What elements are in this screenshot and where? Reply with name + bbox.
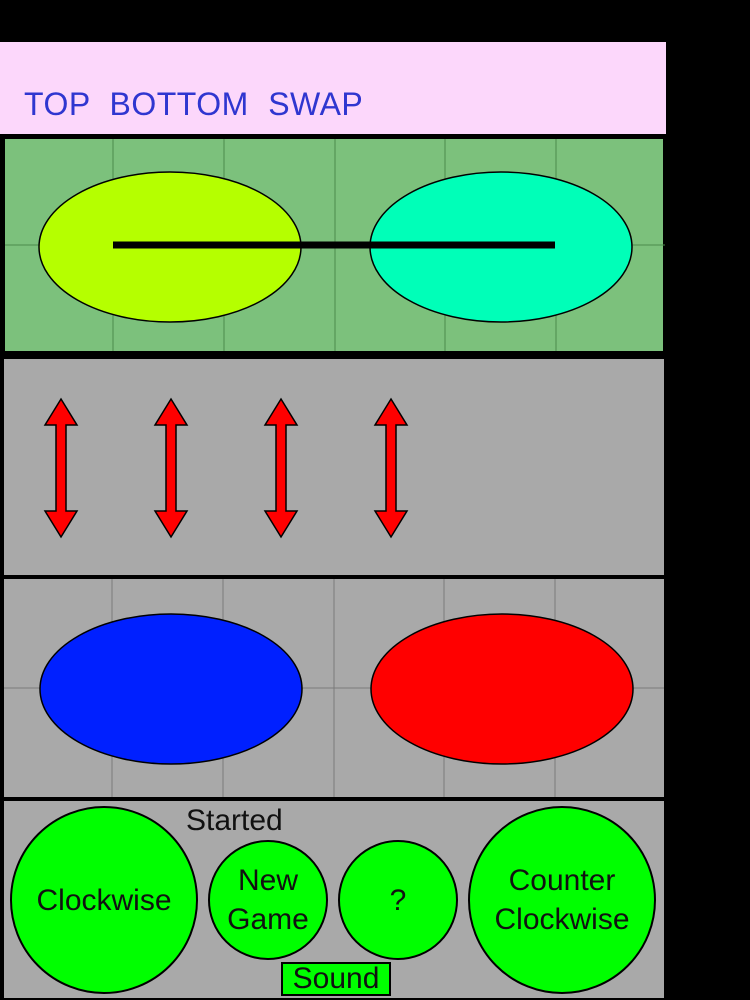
bottom-row-board bbox=[4, 579, 664, 797]
help-button[interactable]: ? bbox=[338, 840, 458, 960]
bottom-row-panel bbox=[2, 577, 666, 799]
swap-arrow-icon bbox=[263, 397, 299, 539]
swap-arrow-icon bbox=[373, 397, 409, 539]
counter-clockwise-label-line1: Counter bbox=[508, 864, 616, 897]
counter-clockwise-button[interactable]: Counter Clockwise bbox=[468, 806, 656, 994]
swap-arrow-icon bbox=[43, 397, 79, 539]
counter-clockwise-label-line2: Clockwise bbox=[494, 903, 630, 936]
new-game-label: New Game bbox=[227, 861, 309, 939]
bottom-left-oval[interactable] bbox=[39, 613, 303, 765]
game-title: TOP BOTTOM SWAP bbox=[24, 86, 364, 122]
header-bar bbox=[0, 42, 666, 134]
clockwise-label: Clockwise bbox=[36, 883, 172, 917]
new-game-button[interactable]: New Game bbox=[208, 840, 328, 960]
new-game-label-line1: New bbox=[237, 864, 298, 897]
top-row-panel bbox=[2, 136, 666, 354]
swap-arrows bbox=[43, 397, 409, 539]
game-status-text: Started bbox=[186, 804, 283, 837]
help-label: ? bbox=[389, 883, 407, 917]
sound-toggle-button[interactable]: Sound bbox=[281, 962, 391, 996]
top-row-board bbox=[5, 139, 665, 351]
counter-clockwise-label: Counter Clockwise bbox=[494, 861, 629, 939]
swap-arrows-panel bbox=[2, 357, 666, 577]
clockwise-button[interactable]: Clockwise bbox=[10, 806, 198, 994]
bottom-right-oval[interactable] bbox=[370, 613, 634, 765]
swap-arrow-icon bbox=[153, 397, 189, 539]
new-game-label-line2: Game bbox=[227, 903, 309, 936]
